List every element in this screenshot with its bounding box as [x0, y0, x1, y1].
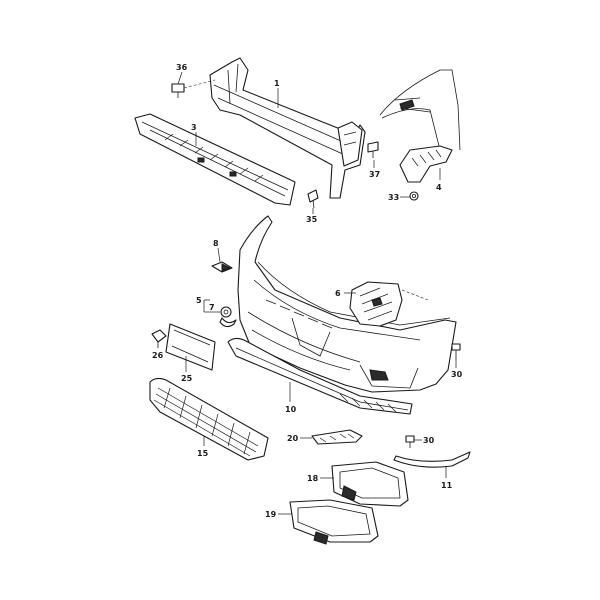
spoiler-part-10[interactable] [227, 337, 413, 415]
bolt-part-30-lower[interactable] [405, 435, 415, 448]
bolt-part-36[interactable] [171, 83, 185, 98]
mounting-bracket-part-4[interactable] [399, 145, 453, 183]
fender-outline [379, 69, 461, 151]
bolt-part-37[interactable] [367, 141, 379, 158]
callout-26: 26 [152, 351, 164, 360]
callout-3: 3 [191, 123, 197, 132]
callout-15: 15 [197, 449, 209, 458]
callout-37: 37 [369, 170, 380, 179]
reinforcement-beam-part-1[interactable] [209, 57, 366, 199]
impact-absorber-part-3[interactable] [134, 113, 296, 206]
trim-strip-part-20[interactable] [311, 429, 363, 445]
inner-bracket-part-6[interactable] [349, 281, 403, 327]
bolt-part-30-upper[interactable] [451, 343, 461, 360]
bolt-part-35[interactable] [307, 189, 319, 209]
callout-33: 33 [388, 193, 399, 202]
callout-30-lower: 30 [423, 436, 435, 445]
callout-5: 5 [196, 296, 202, 305]
callout-1: 1 [274, 79, 280, 88]
callout-19: 19 [265, 510, 277, 519]
clip-part-26[interactable] [151, 329, 167, 348]
callout-4: 4 [436, 183, 442, 192]
callout-8: 8 [213, 239, 219, 248]
callout-36: 36 [176, 63, 188, 72]
fog-grille-part-18[interactable] [331, 461, 409, 507]
callout-labels: 1 3 4 5 6 7 8 10 11 15 18 19 20 25 26 30… [152, 63, 463, 519]
callout-11: 11 [441, 481, 453, 490]
callout-10: 10 [285, 405, 297, 414]
callout-30-upper: 30 [451, 370, 463, 379]
callout-7: 7 [209, 303, 215, 312]
chrome-strip-part-11[interactable] [393, 451, 471, 468]
license-plate-bracket-part-25[interactable] [165, 323, 216, 371]
ring-part-5[interactable] [219, 317, 237, 328]
callout-20: 20 [287, 434, 299, 443]
callout-18: 18 [307, 474, 319, 483]
callout-25: 25 [181, 374, 193, 383]
lower-grille-part-15[interactable] [149, 377, 269, 461]
nozzle-part-7[interactable] [220, 306, 232, 318]
bumper-cover[interactable] [237, 215, 457, 393]
clip-part-33[interactable] [409, 191, 419, 201]
callout-6: 6 [335, 289, 341, 298]
callout-35: 35 [306, 215, 318, 224]
fog-grille-part-19[interactable] [289, 499, 379, 545]
washer-cap-part-8[interactable] [211, 261, 233, 273]
